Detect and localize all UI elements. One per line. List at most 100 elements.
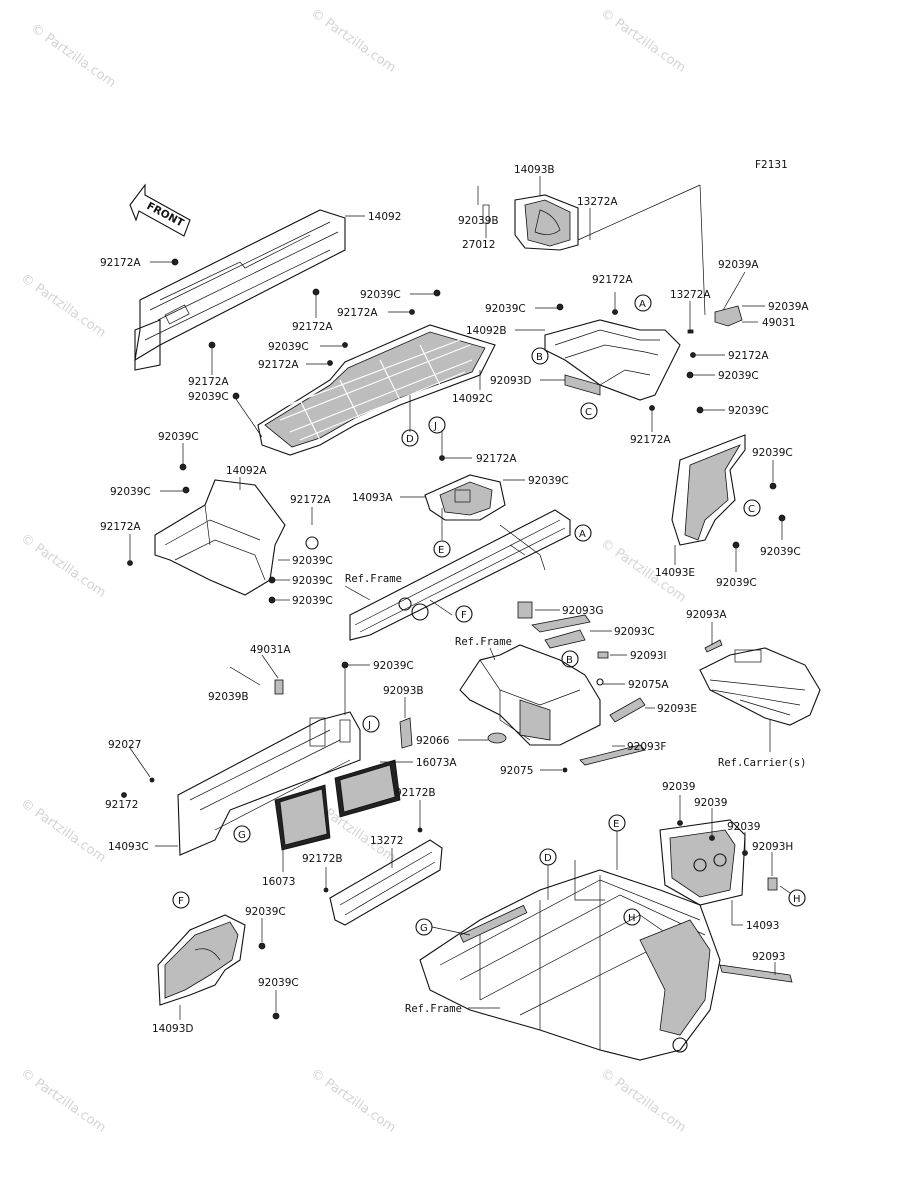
part-label: 92039A <box>768 301 809 313</box>
part-label: 92093C <box>614 626 655 638</box>
part-label: 92039C <box>258 977 299 989</box>
part-label: 14093D <box>152 1023 194 1035</box>
part-label: 92172A <box>100 257 141 269</box>
ref-label: Ref.Carrier(s) <box>718 757 807 769</box>
part-label: 92093G <box>562 605 604 617</box>
part-14093A-bracket <box>424 474 506 521</box>
watermark: © Partzilla.com <box>598 6 689 76</box>
callout-letter: G <box>420 923 428 934</box>
callout-B-tray: B <box>561 650 579 668</box>
part-label: 92039C <box>292 575 333 587</box>
part-label: 92039C <box>752 447 793 459</box>
ref-label: Ref.Frame <box>405 1003 462 1015</box>
callout-letter: J <box>433 421 437 432</box>
part-carrier-ref <box>699 639 821 726</box>
callout-F-center: F <box>455 605 473 623</box>
callout-letter: A <box>579 529 586 540</box>
watermark: © Partzilla.com <box>18 796 109 866</box>
part-label: 92039C <box>360 289 401 301</box>
part-label: 16073A <box>416 757 457 769</box>
front-arrow-icon: FRONT <box>129 183 191 237</box>
part-label: 92039C <box>528 475 569 487</box>
part-label: 92093D <box>490 375 532 387</box>
callout-letter: D <box>406 434 414 445</box>
part-label: 92093F <box>627 741 666 753</box>
callout-A-center: A <box>574 524 592 542</box>
part-label: 92172B <box>395 787 436 799</box>
part-label: 14093 <box>746 920 779 932</box>
part-13272-plate <box>329 839 443 926</box>
callout-G-frame: G <box>415 918 433 936</box>
part-14092A-panel <box>154 479 286 596</box>
watermark: © Partzilla.com <box>18 271 109 341</box>
part-label: 92172 <box>105 799 138 811</box>
part-label: 49031 <box>762 317 795 329</box>
part-label: 92039 <box>727 821 760 833</box>
part-label: 92093 <box>752 951 785 963</box>
part-label: 92039B <box>208 691 249 703</box>
watermark: © Partzilla.com <box>28 21 119 91</box>
part-label: 92172A <box>258 359 299 371</box>
part-label: 92027 <box>108 739 141 751</box>
callout-letter: B <box>536 352 543 363</box>
part-14093C-cover <box>177 711 361 856</box>
part-label: 92172A <box>100 521 141 533</box>
part-carrier-tray <box>459 601 601 746</box>
part-label: 92039C <box>188 391 229 403</box>
part-label: 13272 <box>370 835 403 847</box>
part-label: 92039 <box>662 781 695 793</box>
part-label: 92172B <box>302 853 343 865</box>
part-label: 14093C <box>108 841 149 853</box>
part-label: 14092A <box>226 465 267 477</box>
watermark: © Partzilla.com <box>598 1066 689 1136</box>
part-label: 49031A <box>250 644 291 656</box>
part-label: 92039C <box>292 555 333 567</box>
part-label: 92039C <box>716 577 757 589</box>
callout-letter: J <box>367 720 371 731</box>
callout-letter: E <box>438 545 444 556</box>
part-label: 92039C <box>728 405 769 417</box>
callout-letter: F <box>178 896 184 907</box>
part-label: 92039C <box>268 341 309 353</box>
part-label: 27012 <box>462 239 495 251</box>
callout-C-top: C <box>580 402 598 420</box>
part-label: 92039B <box>458 215 499 227</box>
part-14092B-bracket <box>544 319 681 401</box>
part-frame-rail-center <box>349 509 571 641</box>
part-label: 92075 <box>500 765 533 777</box>
part-label: 92039C <box>110 486 151 498</box>
ref-label: Ref.Frame <box>455 636 512 648</box>
part-14093B-cover <box>514 194 579 251</box>
ref-label: Ref.Frame <box>345 573 402 585</box>
callout-B-top: B <box>531 347 549 365</box>
part-label: 92039C <box>158 431 199 443</box>
callout-E-frame: E <box>608 814 626 832</box>
part-main-frame <box>419 860 721 1061</box>
callout-letter: H <box>628 913 636 924</box>
part-label: 92075A <box>628 679 669 691</box>
watermark: © Partzilla.com <box>18 1066 109 1136</box>
part-14092C-floor-mesh <box>257 324 496 456</box>
part-14092-rail <box>134 209 346 371</box>
part-label: 16073 <box>262 876 295 888</box>
part-14093-plate <box>659 819 746 906</box>
part-label: 13272A <box>670 289 711 301</box>
part-label: 92172A <box>728 350 769 362</box>
figure-code: F2131 <box>755 159 788 171</box>
callout-C-right: C <box>743 499 761 517</box>
part-label: 92172A <box>188 376 229 388</box>
callout-letter: D <box>544 853 552 864</box>
part-label: 14093B <box>514 164 555 176</box>
part-label: 92093A <box>686 609 727 621</box>
watermark: © Partzilla.com <box>308 1066 399 1136</box>
part-label: 92093E <box>657 703 697 715</box>
part-label: 92039C <box>373 660 414 672</box>
callout-A-top: A <box>634 294 652 312</box>
watermark: © Partzilla.com <box>308 6 399 76</box>
watermark-layer: © Partzilla.com © Partzilla.com © Partzi… <box>18 6 689 1136</box>
part-label: 14093A <box>352 492 393 504</box>
part-label: 92039C <box>760 546 801 558</box>
callout-J-lower: J <box>362 715 380 733</box>
